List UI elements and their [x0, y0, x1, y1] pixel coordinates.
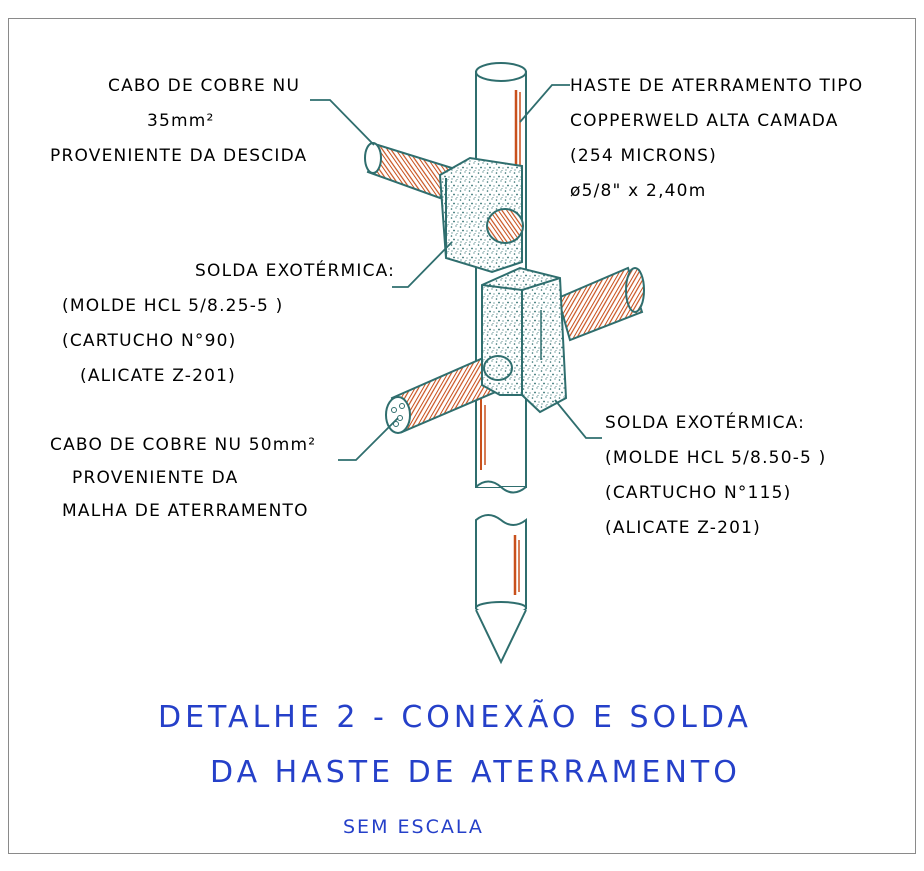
leader-weld-upper: [392, 241, 453, 288]
label-weld-lower-line3: (CARTUCHO N°115): [605, 483, 792, 503]
label-rod-line4: ø5/8" x 2,40m: [570, 181, 707, 201]
label-rod-line2: COPPERWELD ALTA CAMADA: [570, 111, 839, 131]
label-cable-50-line1: CABO DE COBRE NU 50mm²: [50, 435, 317, 455]
scale-note: SEM ESCALA: [343, 816, 484, 838]
cable-35mm: [364, 142, 454, 200]
leader-cable-50: [338, 417, 399, 461]
label-weld-lower-line1: SOLDA EXOTÉRMICA:: [605, 413, 806, 433]
label-rod-line1: HASTE DE ATERRAMENTO TIPO: [570, 76, 864, 96]
label-weld-lower-line4: (ALICATE Z-201): [605, 518, 762, 538]
label-cable-35-line3: PROVENIENTE DA DESCIDA: [50, 146, 308, 166]
leader-cable-35: [310, 99, 375, 146]
title-line2: DA HASTE DE ATERRAMENTO: [210, 755, 741, 790]
label-cable-50-line2: PROVENIENTE DA: [72, 468, 239, 488]
leader-lines: [310, 84, 602, 461]
label-cable-35-line1: CABO DE COBRE NU: [108, 76, 301, 96]
weld-upper: [438, 156, 524, 274]
label-weld-upper-line1: SOLDA EXOTÉRMICA:: [195, 261, 396, 281]
cable-50mm: [385, 266, 645, 434]
ground-rod-lower: [475, 514, 527, 665]
label-weld-upper-line3: (CARTUCHO N°90): [62, 331, 237, 351]
drawing-frame: [8, 18, 916, 854]
label-cable-50-line3: MALHA DE ATERRAMENTO: [62, 501, 309, 521]
label-rod-line3: (254 MICRONS): [570, 146, 717, 166]
label-cable-35-line2: 35mm²: [147, 111, 215, 131]
leader-weld-lower: [554, 399, 602, 439]
title-line1: DETALHE 2 - CONEXÃO E SOLDA: [158, 700, 752, 735]
weld-lower: [481, 266, 568, 414]
label-weld-lower-line2: (MOLDE HCL 5/8.50-5 ): [605, 448, 827, 468]
leader-rod: [519, 84, 570, 123]
label-weld-upper-line2: (MOLDE HCL 5/8.25-5 ): [62, 296, 284, 316]
label-weld-upper-line4: (ALICATE Z-201): [80, 366, 237, 386]
